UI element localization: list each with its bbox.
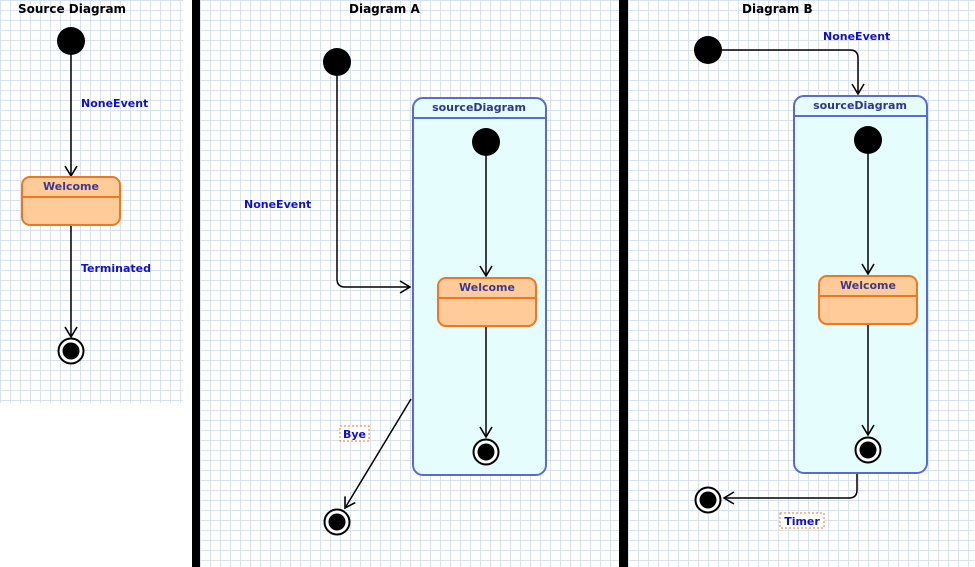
welcome-state[interactable]: Welcome [818, 275, 918, 325]
transition-label-bye-text: Bye [343, 428, 366, 441]
transition-label-noneevent: NoneEvent [81, 97, 148, 110]
diagram-b: NoneEvent sourceDiagram Welcome Timer [694, 30, 928, 529]
inner-initial-state-node[interactable] [472, 128, 500, 156]
composite-state-label: sourceDiagram [432, 101, 526, 114]
initial-state-node[interactable] [57, 27, 85, 55]
initial-state-node[interactable] [694, 36, 722, 64]
welcome-state-label: Welcome [43, 180, 99, 193]
inner-final-state-node[interactable] [472, 438, 500, 466]
welcome-state[interactable]: Welcome [21, 176, 121, 226]
transition-arrow[interactable] [722, 474, 858, 505]
transition-label-noneevent: NoneEvent [823, 30, 890, 43]
transition-label-timer: Timer [779, 512, 825, 529]
initial-state-node[interactable] [323, 48, 351, 76]
transition-label-noneevent: NoneEvent [244, 198, 311, 211]
transition-label-bye: Bye [339, 425, 370, 442]
diagram-b-title: Diagram B [742, 2, 813, 16]
welcome-state[interactable]: Welcome [437, 277, 537, 327]
transition-arrow[interactable] [344, 398, 412, 510]
panel-divider-left [192, 0, 200, 567]
transition-label-timer-text: Timer [784, 515, 820, 528]
inner-final-state-node[interactable] [854, 436, 882, 464]
transition-arrow[interactable] [336, 76, 412, 294]
final-state-node[interactable] [57, 337, 85, 365]
welcome-state-label: Welcome [459, 281, 515, 294]
composite-state-label: sourceDiagram [813, 99, 907, 112]
source-diagram-title: Source Diagram [18, 2, 127, 16]
diagram-a: NoneEvent sourceDiagram Welcome Bye [244, 48, 547, 536]
final-state-node[interactable] [323, 508, 351, 536]
welcome-state-label: Welcome [840, 279, 896, 292]
final-state-node[interactable] [694, 486, 722, 514]
source-diagram: NoneEvent Welcome Terminated [21, 27, 151, 365]
diagram-a-canvas [200, 0, 619, 567]
diagram-a-title: Diagram A [349, 2, 420, 16]
panel-divider-right [619, 0, 628, 567]
transition-label-terminated: Terminated [81, 262, 151, 275]
transition-arrow[interactable] [722, 49, 865, 96]
inner-initial-state-node[interactable] [854, 126, 882, 154]
